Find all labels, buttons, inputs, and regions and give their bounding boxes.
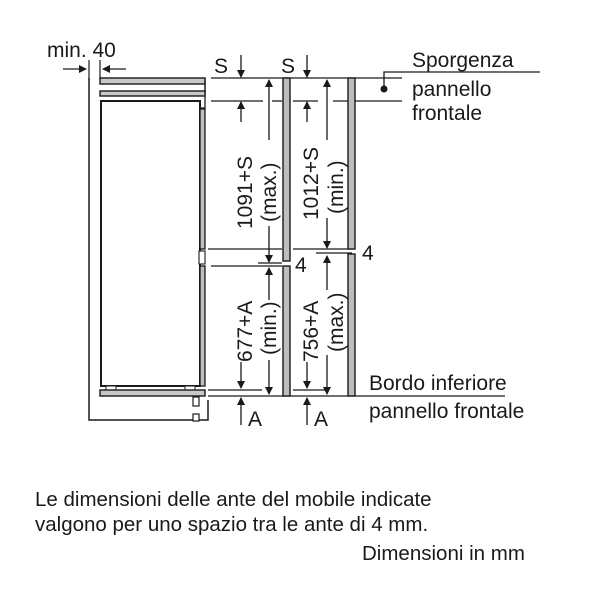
- svg-text:1012+S: 1012+S: [300, 147, 323, 220]
- s-label-right: S: [281, 55, 295, 78]
- svg-text:(max.): (max.): [258, 163, 281, 223]
- protrusion-callout: Sporgenza pannello frontale: [380, 49, 540, 125]
- top-plates: [99, 77, 206, 109]
- a-label-right: A: [314, 408, 328, 431]
- bottom-edge-label-2: pannello frontale: [369, 400, 524, 423]
- caption-line-1: Le dimensioni delle ante del mobile indi…: [35, 488, 432, 511]
- protrusion-label-3: frontale: [412, 102, 482, 125]
- protrusion-label-1: Sporgenza: [412, 49, 514, 72]
- upper-max-label: 1091+S: [234, 156, 257, 229]
- gap-label-right: 4: [362, 242, 374, 265]
- appliance-body: [99, 100, 206, 422]
- svg-text:756+A: 756+A: [300, 301, 323, 362]
- upper-dimension-arrows: [265, 79, 331, 263]
- svg-text:1091+S: 1091+S: [234, 156, 257, 229]
- s-label-left: S: [214, 55, 228, 78]
- gap-label-left: 4: [295, 254, 307, 277]
- min-clearance-dimension: min. 40: [47, 39, 126, 80]
- lower-min-qualifier: (min.): [258, 301, 281, 355]
- svg-text:(min.): (min.): [325, 160, 348, 214]
- upper-door-right: [347, 77, 356, 250]
- upper-door-left: [282, 77, 291, 262]
- caption-line-2: valgono per uno spazio tra le ante di 4 …: [35, 513, 429, 536]
- units-note: Dimensioni in mm: [362, 542, 525, 565]
- reference-lines: [208, 77, 505, 397]
- lower-dimension-arrows: [237, 255, 331, 425]
- upper-min-label: 1012+S: [300, 147, 323, 220]
- protrusion-label-2: pannello: [412, 78, 491, 101]
- svg-text:(min.): (min.): [258, 301, 281, 355]
- lower-max-qualifier: (max.): [325, 293, 348, 353]
- a-label-left: A: [248, 408, 262, 431]
- lower-max-label: 756+A: [300, 301, 323, 362]
- lower-door-right: [347, 253, 356, 397]
- upper-min-qualifier: (min.): [325, 160, 348, 214]
- door-panels: [282, 77, 356, 397]
- bottom-edge-label-1: Bordo inferiore: [369, 372, 507, 395]
- upper-max-qualifier: (max.): [258, 163, 281, 223]
- svg-text:(max.): (max.): [325, 293, 348, 353]
- s-protrusion-markers: [237, 55, 311, 122]
- lower-min-label: 677+A: [234, 301, 257, 362]
- lower-door-left: [282, 265, 291, 397]
- min-clearance-label: min. 40: [47, 39, 116, 62]
- svg-text:677+A: 677+A: [234, 301, 257, 362]
